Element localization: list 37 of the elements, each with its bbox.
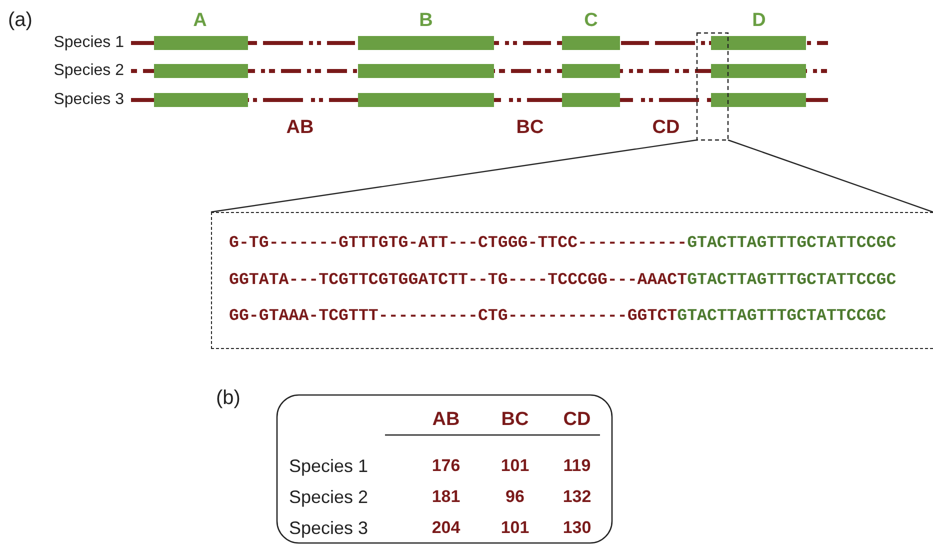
conserved-sequence-text: GTACTTAGTTTGCTATTCCGC: [677, 306, 886, 325]
gene-label: A: [193, 11, 207, 30]
zoom-panel: [211, 212, 933, 349]
row-label: Species 1: [289, 457, 368, 475]
zoom-region-box: [696, 32, 729, 141]
zoom-line: [728, 139, 933, 213]
table-value: 132: [562, 488, 592, 505]
gene-label: B: [419, 11, 433, 30]
species-label: Species 2: [54, 63, 124, 79]
zoom-line: [210, 139, 698, 213]
column-header: BC: [501, 410, 529, 429]
sequence-text: GGTATA---TCGTTCGTGGATCTT--TG----TCCCGG---AAACT: [229, 270, 688, 288]
column-header: AB: [432, 410, 460, 429]
conserved-sequence-text: GTACTTAGTTTGCTATTCCGC: [687, 270, 896, 288]
gene-label: D: [752, 11, 766, 30]
column-header: CD: [563, 410, 591, 429]
panel-label: (a): [8, 10, 32, 30]
table-value: 119: [563, 457, 591, 474]
sequence-text: GG-GTAAA-TCGTTT----------CTG------------GGTCT: [229, 306, 678, 325]
panel-label: (b): [216, 388, 240, 408]
region-label: AB: [286, 118, 314, 137]
species-label: Species 3: [54, 92, 124, 108]
table-value: 176: [432, 457, 460, 474]
row-label: Species 2: [289, 488, 368, 506]
table-value: 101: [500, 519, 530, 536]
sequence-text: G-TG-------GTTTGTG-ATT---CTGGG-TTCC-----------: [229, 233, 688, 252]
conserved-sequence-text: GTACTTAGTTTGCTATTCCGC: [687, 233, 896, 252]
row-label: Species 3: [289, 519, 368, 537]
region-label: CD: [652, 118, 680, 137]
region-label: BC: [516, 118, 544, 137]
table-value: 204: [432, 519, 460, 536]
table-value: 130: [562, 519, 592, 536]
table-value: 181: [432, 488, 460, 505]
species-label: Species 1: [54, 35, 124, 51]
table-value: 101: [500, 457, 530, 474]
table-value: 96: [506, 488, 524, 505]
gene-label: C: [584, 11, 598, 30]
